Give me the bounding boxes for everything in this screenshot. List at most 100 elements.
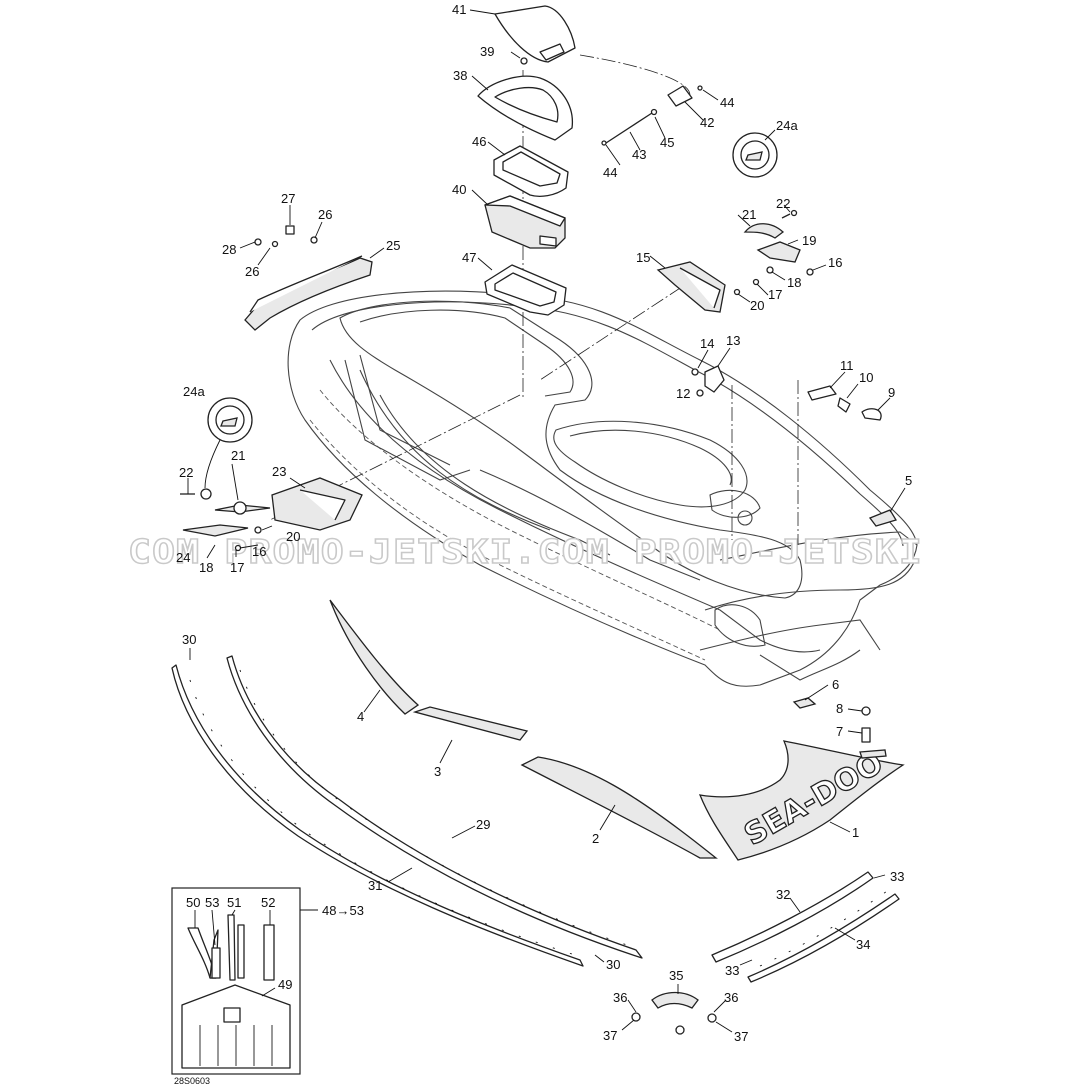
callout-23: 23 bbox=[272, 464, 286, 479]
decal-4 bbox=[329, 599, 420, 715]
callout-42: 42 bbox=[700, 115, 714, 130]
callout-6: 6 bbox=[832, 677, 839, 692]
storage-cover-41 bbox=[494, 5, 576, 63]
callout-30-top: 30 bbox=[182, 632, 196, 647]
gasket-47 bbox=[484, 264, 567, 316]
grab-handle-25 bbox=[244, 225, 373, 331]
cover-frame-38 bbox=[477, 75, 574, 141]
callout-2: 2 bbox=[592, 831, 599, 846]
callout-11: 11 bbox=[840, 358, 854, 373]
callout-16-left: 16 bbox=[252, 544, 266, 559]
callout-12: 12 bbox=[676, 386, 690, 401]
screw-39 bbox=[520, 57, 528, 65]
callout-50: 50 bbox=[186, 895, 200, 910]
mirror-assembly-left bbox=[180, 488, 271, 552]
callout-18-top: 18 bbox=[787, 275, 801, 290]
watermark: COM PROMO-JETSKI.COM PROMO-JETSKI bbox=[128, 532, 923, 571]
callout-27: 27 bbox=[281, 191, 295, 206]
callout-15: 15 bbox=[636, 250, 650, 265]
callout-24a-top: 24a bbox=[776, 118, 798, 133]
bumper-29 bbox=[226, 655, 643, 959]
decal-5 bbox=[868, 509, 897, 527]
callout-34: 34 bbox=[856, 937, 870, 952]
callout-22-top: 22 bbox=[776, 196, 790, 211]
callout-33-right: 33 bbox=[890, 869, 904, 884]
callout-8: 8 bbox=[836, 701, 843, 716]
callout-25: 25 bbox=[386, 238, 400, 253]
bumper-35 bbox=[631, 991, 717, 1035]
callout-7: 7 bbox=[836, 724, 843, 739]
callout-10: 10 bbox=[859, 370, 873, 385]
mirror-cap-24a-top bbox=[732, 132, 778, 178]
callout-28: 28 bbox=[222, 242, 236, 257]
callout-31: 31 bbox=[368, 878, 382, 893]
callout-22-left: 22 bbox=[179, 465, 193, 480]
drain-plug-7-8 bbox=[859, 706, 887, 759]
callout-46: 46 bbox=[472, 134, 486, 149]
mirror-assembly-right bbox=[743, 209, 814, 286]
callout-4: 4 bbox=[357, 709, 364, 724]
callout-14: 14 bbox=[700, 336, 714, 351]
callout-39: 39 bbox=[480, 44, 494, 59]
callout-24a-left: 24a bbox=[183, 384, 205, 399]
callout-49: 49 bbox=[278, 977, 292, 992]
callout-33-left: 33 bbox=[725, 963, 739, 978]
callout-51: 51 bbox=[227, 895, 241, 910]
callout-38: 38 bbox=[453, 68, 467, 83]
callout-9: 9 bbox=[888, 385, 895, 400]
decal-2 bbox=[520, 756, 718, 859]
callout-26-lower: 26 bbox=[245, 264, 259, 279]
drawing-code: 28S0603 bbox=[174, 1076, 210, 1086]
callout-44-top: 44 bbox=[720, 95, 734, 110]
hull-body bbox=[287, 290, 918, 687]
bumper-34 bbox=[747, 893, 900, 983]
callout-47: 47 bbox=[462, 250, 476, 265]
eyelet-group bbox=[807, 385, 882, 421]
storage-bin-40 bbox=[484, 195, 566, 249]
callout-45: 45 bbox=[660, 135, 674, 150]
callout-24-left: 24 bbox=[176, 550, 190, 565]
callout-53: 53 bbox=[205, 895, 219, 910]
rivets-31 bbox=[189, 669, 631, 956]
latch-42 bbox=[667, 85, 693, 107]
bumper-31 bbox=[171, 664, 584, 967]
tool-kit-box bbox=[171, 887, 301, 1075]
callout-48-53: 48→53 bbox=[322, 903, 364, 918]
callout-5: 5 bbox=[905, 473, 912, 488]
decal-3 bbox=[412, 706, 529, 741]
callout-26-upper: 26 bbox=[318, 207, 332, 222]
callout-40: 40 bbox=[452, 182, 466, 197]
bumper-32 bbox=[711, 871, 874, 963]
callout-36-right: 36 bbox=[724, 990, 738, 1005]
callout-37-left: 37 bbox=[603, 1028, 617, 1043]
gasket-46 bbox=[493, 145, 569, 197]
callout-52: 52 bbox=[261, 895, 275, 910]
callout-16-top: 16 bbox=[828, 255, 842, 270]
callout-43: 43 bbox=[632, 147, 646, 162]
callout-37-right: 37 bbox=[734, 1029, 748, 1044]
decal-6 bbox=[792, 697, 817, 709]
mirror-support-23 bbox=[271, 477, 363, 531]
decal-1: SEA-DOO bbox=[698, 740, 905, 861]
callout-32: 32 bbox=[776, 887, 790, 902]
callout-20-top: 20 bbox=[750, 298, 764, 313]
cable-43 bbox=[601, 85, 703, 146]
callout-3: 3 bbox=[434, 764, 441, 779]
callout-30-bottom: 30 bbox=[606, 957, 620, 972]
callout-13: 13 bbox=[726, 333, 740, 348]
callout-41: 41 bbox=[452, 2, 466, 17]
clip-13 bbox=[691, 365, 725, 397]
callout-1: 1 bbox=[852, 825, 859, 840]
callout-19: 19 bbox=[802, 233, 816, 248]
callout-20-left: 20 bbox=[286, 529, 300, 544]
mirror-support-15 bbox=[656, 261, 741, 313]
callout-labels: 41 39 38 46 40 47 44 42 43 45 44 24a 22 … bbox=[176, 2, 912, 1044]
callout-21-left: 21 bbox=[231, 448, 245, 463]
callout-21-top: 21 bbox=[742, 207, 756, 222]
callout-36-left: 36 bbox=[613, 990, 627, 1005]
callout-18-left: 18 bbox=[199, 560, 213, 575]
callout-17-left: 17 bbox=[230, 560, 244, 575]
callout-17-top: 17 bbox=[768, 287, 782, 302]
mirror-cap-24a-left bbox=[207, 397, 253, 443]
